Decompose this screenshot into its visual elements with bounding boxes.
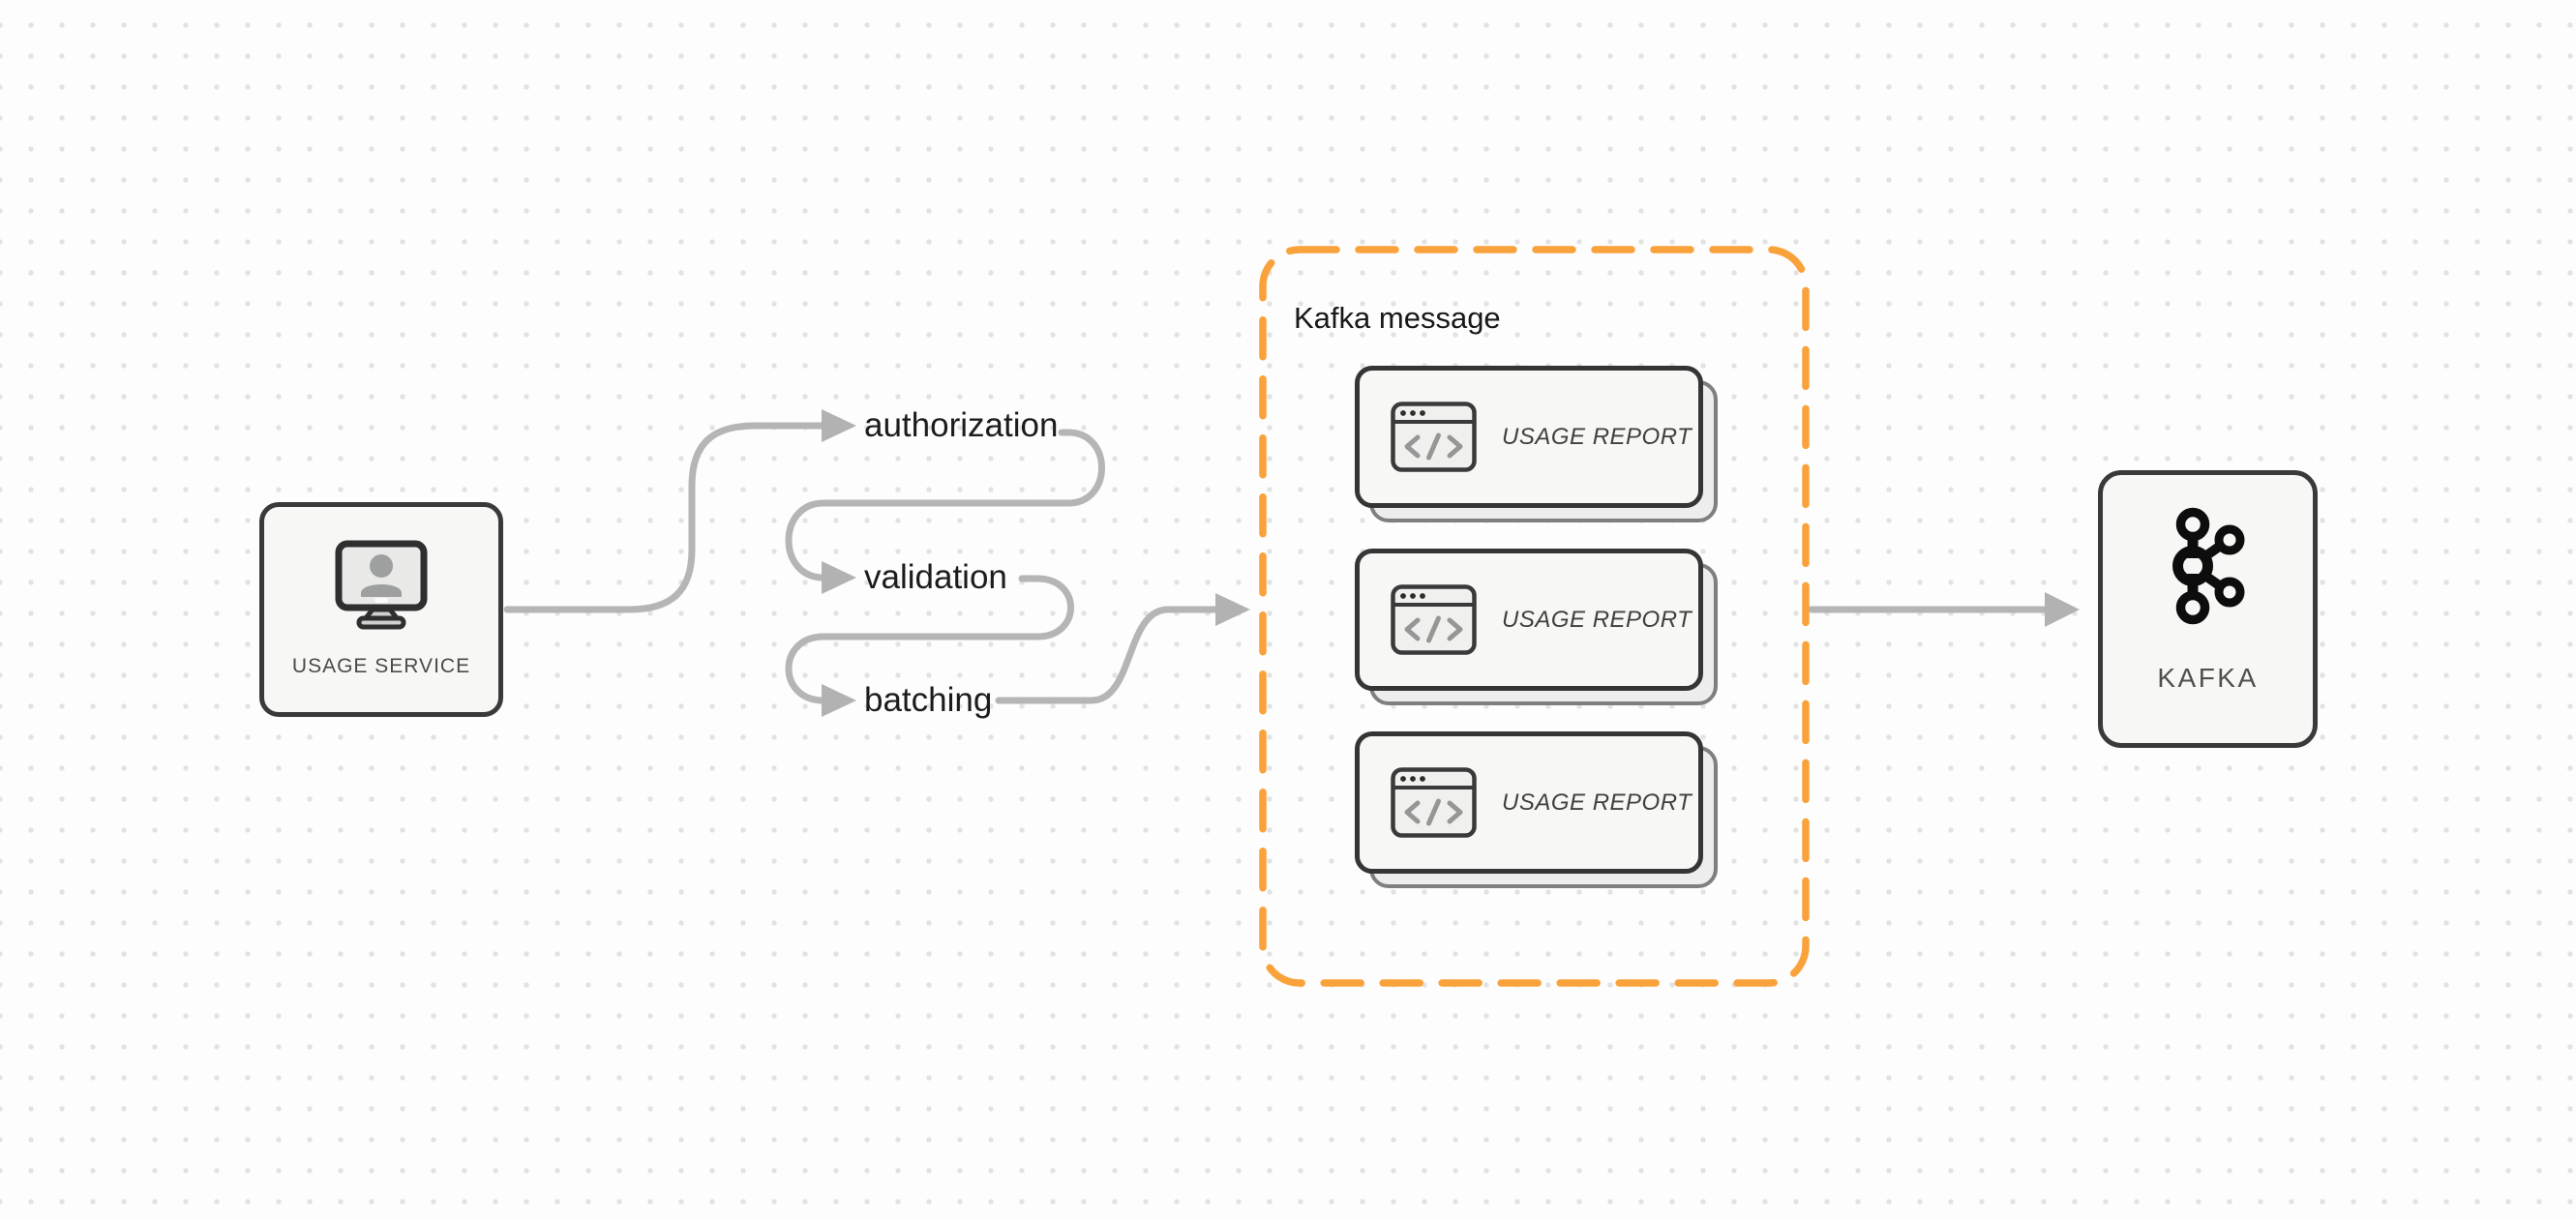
arrowhead-kafka <box>2045 592 2080 627</box>
arrowhead-batching <box>822 684 856 717</box>
arrow-authorization-to-validation <box>785 429 1105 581</box>
kafka-node: KAFKA <box>2098 470 2318 748</box>
arrowhead-authorization <box>822 409 856 442</box>
code-window-icon <box>1391 584 1477 655</box>
code-window-icon <box>1391 402 1477 472</box>
kafka-logo-icon <box>2172 507 2244 625</box>
card-front: USAGE REPORT <box>1355 549 1703 691</box>
kafka-message-group-title: Kafka message <box>1294 301 1501 335</box>
usage-service-label: USAGE SERVICE <box>291 655 471 677</box>
step-batching-label: batching <box>864 681 993 719</box>
usage-report-card: USAGE REPORT <box>1355 731 1718 888</box>
monitor-user-icon <box>335 540 428 630</box>
kafka-label: KAFKA <box>2157 663 2259 693</box>
usage-report-card: USAGE REPORT <box>1355 549 1718 705</box>
usage-report-label: USAGE REPORT <box>1502 423 1692 450</box>
card-front: USAGE REPORT <box>1355 366 1703 508</box>
usage-report-card: USAGE REPORT <box>1355 366 1718 522</box>
usage-report-label: USAGE REPORT <box>1502 789 1692 816</box>
usage-service-node: USAGE SERVICE <box>259 502 503 717</box>
card-front: USAGE REPORT <box>1355 731 1703 874</box>
arrowhead-validation <box>822 561 856 594</box>
code-window-icon <box>1391 767 1477 838</box>
arrow-usage-to-authorization <box>503 422 825 613</box>
step-authorization-label: authorization <box>864 406 1059 444</box>
arrow-batching-to-group <box>995 606 1219 704</box>
usage-report-label: USAGE REPORT <box>1502 606 1692 633</box>
step-validation-label: validation <box>864 558 1007 596</box>
arrowhead-group <box>1215 593 1250 626</box>
